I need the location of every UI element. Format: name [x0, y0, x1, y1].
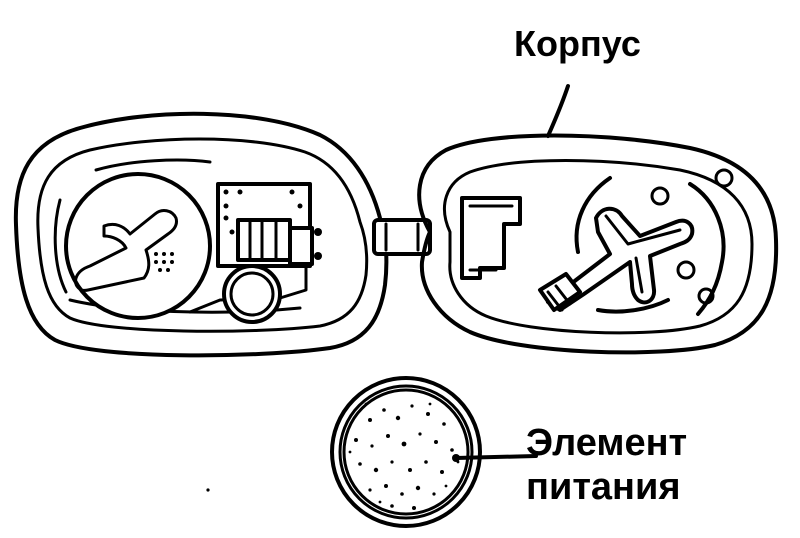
stray-dot — [206, 488, 210, 492]
hole-right-bottom — [676, 260, 696, 280]
housing-leader-line — [546, 84, 570, 138]
key-arm — [538, 206, 695, 312]
left-housing-outer-shell — [13, 111, 389, 358]
hole-right-top — [714, 168, 734, 188]
left-inner-curve — [53, 198, 68, 294]
arc-guide-right — [688, 182, 726, 316]
power-cell — [330, 376, 482, 528]
button-membrane-cross — [74, 209, 178, 292]
hinge — [372, 218, 432, 256]
left-housing-inner-shell — [36, 137, 369, 333]
chip-component — [236, 218, 292, 262]
left-inner-rail-top — [94, 158, 212, 172]
power-cell-speckle — [348, 402, 460, 510]
power-element-label-line1: Элемент — [526, 422, 688, 464]
housing-label: Корпус — [514, 23, 641, 64]
transistor-component — [288, 226, 314, 266]
hole-top — [650, 186, 670, 206]
hole-right-lower — [697, 287, 715, 305]
small-cell-inner — [229, 271, 275, 317]
right-housing-inner-shell — [443, 159, 754, 335]
button-membrane-circle — [64, 172, 212, 320]
button-dot-grid — [154, 252, 174, 272]
power-element-label-line2: питания — [526, 466, 681, 508]
circuit-board — [216, 182, 322, 268]
power-cell-leader-line — [454, 454, 538, 460]
left-housing-half — [13, 111, 389, 358]
connector-block — [460, 196, 522, 280]
arc-guide-left — [574, 176, 612, 254]
right-housing-half — [417, 133, 779, 355]
arc-guide-bottom — [596, 298, 670, 314]
right-housing-outer-shell — [417, 133, 779, 355]
